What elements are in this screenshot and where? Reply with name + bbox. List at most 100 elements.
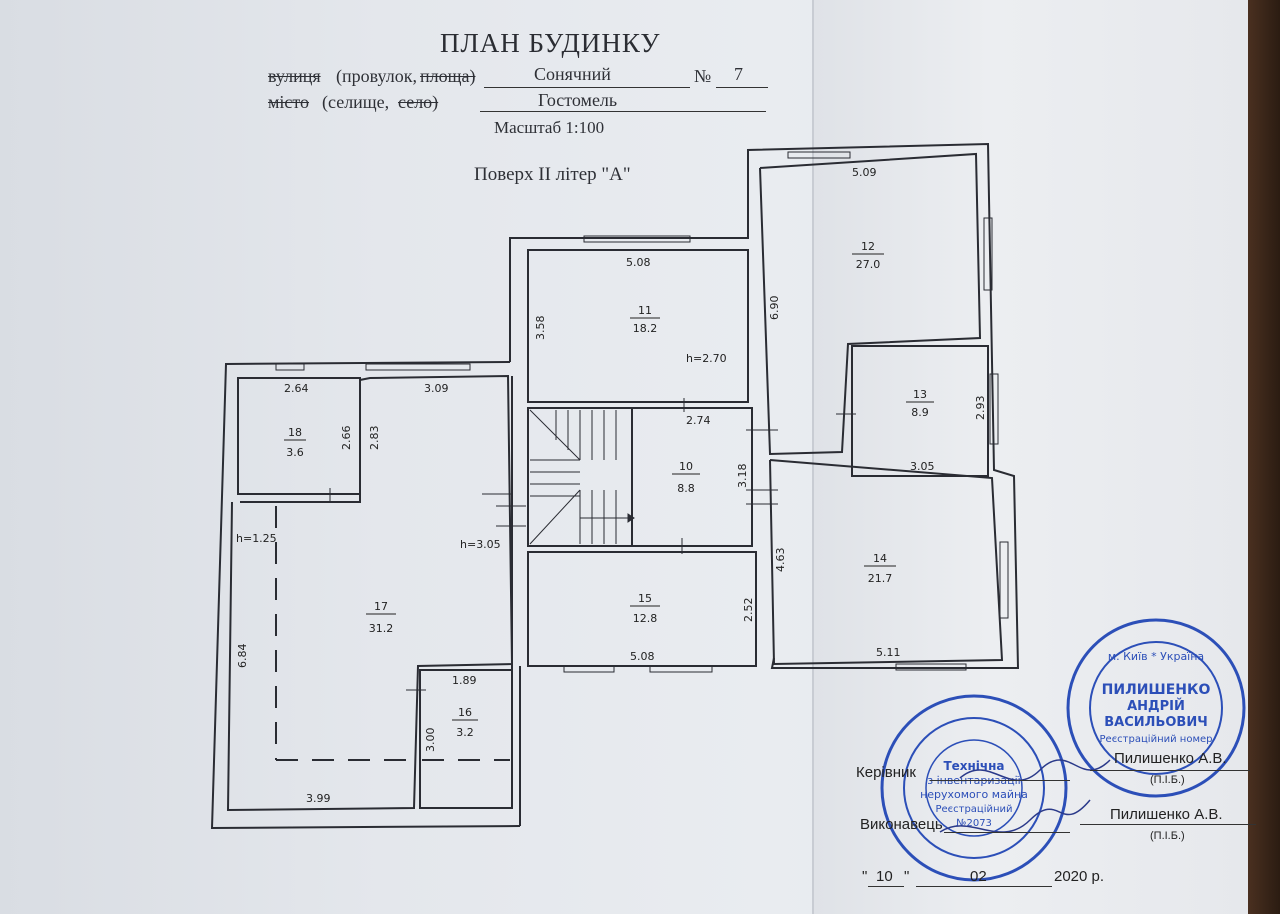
date-month-line: [916, 886, 1052, 887]
svg-text:8.8: 8.8: [677, 482, 695, 495]
room-12-outline: [759, 152, 982, 456]
dim-264: 2.64: [284, 382, 309, 395]
room-10-label: 10 8.8: [672, 460, 700, 495]
head-label: Керівник: [856, 764, 916, 781]
street-value: Сонячний: [534, 64, 611, 84]
dim-318: 3.18: [736, 464, 749, 489]
svg-text:Технічна: Технічна: [943, 759, 1004, 773]
dim-399: 3.99: [306, 792, 331, 805]
svg-text:16: 16: [458, 706, 472, 719]
date-day-line: [868, 886, 904, 887]
dim-508-top: 5.08: [626, 256, 651, 269]
staircase: [529, 409, 635, 545]
room-15-outline: [527, 551, 757, 667]
svg-text:15: 15: [638, 592, 652, 605]
room-labels: 11 18.2 12 27.0 13 8.9 10 8.8 14: [284, 240, 934, 739]
street-struck-2: площа): [420, 66, 476, 86]
svg-text:нерухомого майна: нерухомого майна: [920, 788, 1028, 801]
svg-text:31.2: 31.2: [369, 622, 394, 635]
dim-305: 3.05: [910, 460, 935, 473]
room-17-label: 17 31.2: [366, 600, 396, 635]
exec-name: Пилишенко А.В.: [1110, 806, 1223, 823]
windows: [275, 151, 1009, 673]
dim-252: 2.52: [742, 598, 755, 623]
svg-text:13: 13: [913, 388, 927, 401]
dim-283: 2.83: [368, 426, 381, 451]
svg-text:Реєстраційний номер: Реєстраційний номер: [1100, 733, 1213, 745]
number-label: №: [694, 66, 712, 86]
room-13-outline: [851, 345, 989, 477]
document-title: ПЛАН БУДИНКУ: [440, 28, 661, 58]
svg-text:18: 18: [288, 426, 302, 439]
dim-684: 6.84: [236, 644, 249, 669]
room-14-outline: [769, 459, 1004, 666]
svg-text:3.6: 3.6: [286, 446, 304, 459]
svg-text:ВАСИЛЬОВИЧ: ВАСИЛЬОВИЧ: [1104, 715, 1207, 730]
dim-690: 6.90: [768, 296, 781, 321]
door-marks: [329, 398, 856, 691]
city-underline: [480, 111, 766, 112]
svg-text:21.7: 21.7: [868, 572, 893, 585]
svg-text:Реєстраційний: Реєстраційний: [935, 803, 1012, 815]
head-pib: (П.І.Б.): [1150, 774, 1185, 786]
dim-508-bottom: 5.08: [630, 650, 655, 663]
street-struck: вулиця: [268, 66, 321, 86]
svg-text:3.2: 3.2: [456, 726, 474, 739]
room-11-outline: [527, 249, 749, 403]
dimension-labels: 5.08 3.58 h=2.70 2.74 3.18 5.09 6.90 2.9…: [236, 166, 987, 805]
exec-signature-line: [944, 832, 1070, 833]
room-18-label: 18 3.6: [284, 426, 306, 459]
dim-463: 4.63: [774, 548, 787, 573]
room-13-label: 13 8.9: [906, 388, 934, 419]
head-name: Пилишенко А.В.: [1114, 750, 1227, 767]
head-signature-line: [930, 780, 1070, 781]
dim-511: 5.11: [876, 646, 901, 659]
round-stamp-left: Технічна з інвентаризації нерухомого май…: [880, 694, 1068, 882]
city-struck: місто: [268, 92, 310, 112]
scale-label: Масштаб 1:100: [494, 118, 605, 137]
svg-text:18.2: 18.2: [633, 322, 658, 335]
city-struck-2: село): [398, 92, 439, 112]
wall-outer-left: [210, 361, 521, 830]
street-mid: (провулок,: [336, 66, 417, 86]
city-mid: (селище,: [322, 92, 390, 112]
svg-text:12.8: 12.8: [633, 612, 658, 625]
city-value: Гостомель: [538, 90, 618, 110]
svg-text:ПИЛИШЕНКО: ПИЛИШЕНКО: [1102, 682, 1211, 698]
date-open-quote: ": [862, 868, 868, 885]
number-value: 7: [734, 64, 743, 84]
svg-text:АНДРІЙ: АНДРІЙ: [1127, 698, 1185, 714]
floor-label: Поверх ІІ літер "А": [474, 164, 631, 185]
svg-text:8.9: 8.9: [911, 406, 929, 419]
room-10-outline: [527, 407, 753, 547]
dashed-partition: [275, 506, 510, 761]
date-day: 10: [876, 868, 893, 885]
date-close-quote: ": [904, 868, 910, 885]
exec-pib: (П.І.Б.): [1150, 830, 1185, 842]
wall-outer-right: [509, 142, 1020, 669]
date-month: 02: [970, 868, 987, 885]
table-edge: [1248, 0, 1280, 914]
dim-358: 3.58: [534, 316, 547, 341]
dim-300: 3.00: [424, 728, 437, 753]
svg-text:14: 14: [873, 552, 887, 565]
svg-text:№2073: №2073: [956, 818, 992, 829]
dim-189: 1.89: [452, 674, 477, 687]
svg-text:10: 10: [679, 460, 693, 473]
date-year: 2020 р.: [1054, 868, 1105, 885]
height-305: h=3.05: [460, 538, 501, 551]
room-12-label: 12 27.0: [852, 240, 884, 271]
number-underline: [716, 87, 768, 88]
svg-text:17: 17: [374, 600, 388, 613]
dim-293: 2.93: [974, 396, 987, 421]
svg-text:27.0: 27.0: [856, 258, 881, 271]
room-11-label: 11 18.2: [630, 304, 660, 335]
room-14-label: 14 21.7: [864, 552, 896, 585]
room-15-label: 15 12.8: [630, 592, 660, 625]
dim-266: 2.66: [340, 426, 353, 451]
svg-text:11: 11: [638, 304, 652, 317]
room-17-outline: [226, 374, 514, 812]
room-16-label: 16 3.2: [452, 706, 478, 739]
